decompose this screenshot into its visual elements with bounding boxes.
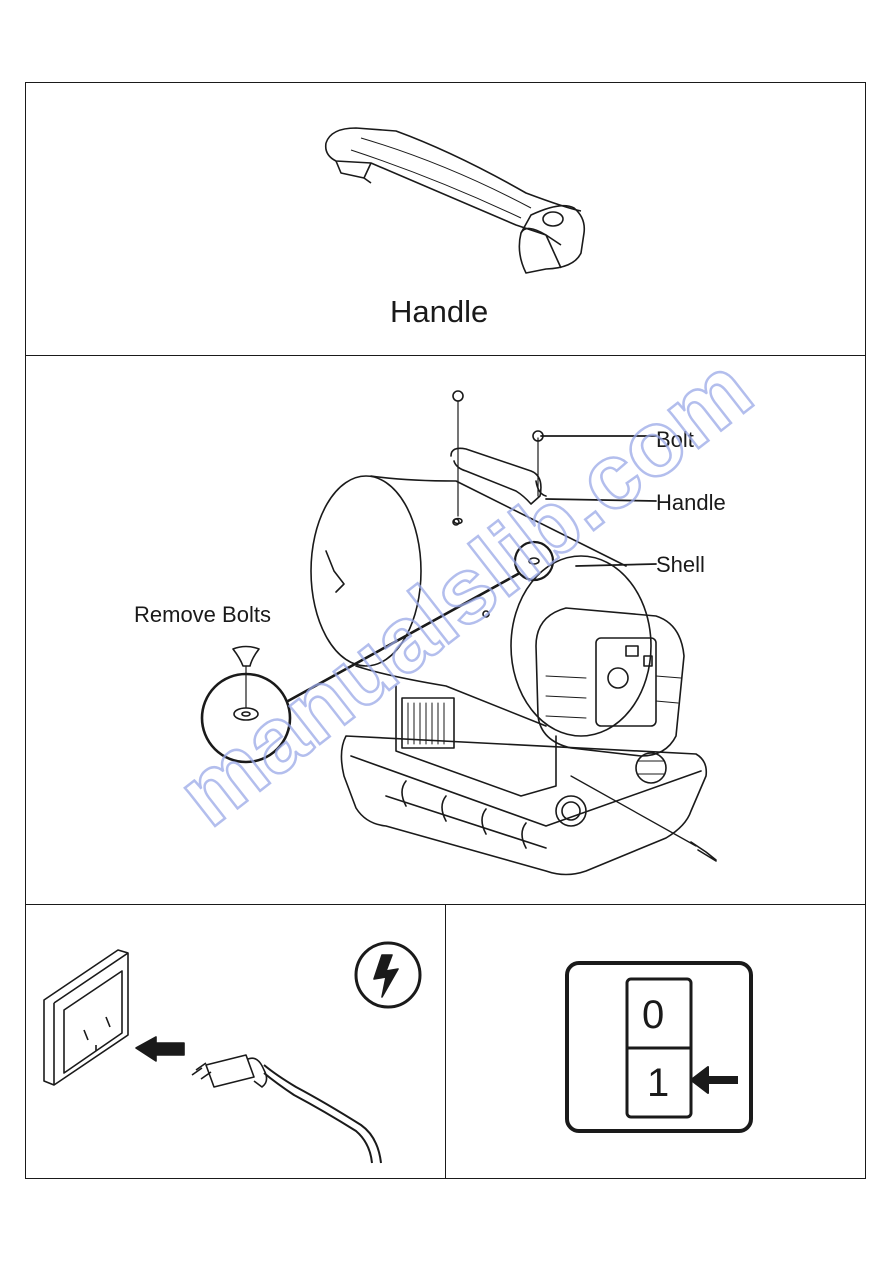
bolt-label: Bolt xyxy=(656,427,694,453)
assembly-panel: Bolt Handle Shell Remove Bolts xyxy=(25,355,866,906)
handle-part-caption: Handle xyxy=(390,294,488,330)
handle-label: Handle xyxy=(656,490,726,516)
heater-assembly-illustration xyxy=(26,356,867,907)
shell-label: Shell xyxy=(656,552,705,578)
switch-off-position: 0 xyxy=(642,993,664,1038)
plug-in-illustration xyxy=(26,905,448,1180)
plug-in-panel xyxy=(25,904,447,1179)
handle-part-panel: Handle xyxy=(25,82,866,357)
power-switch-illustration xyxy=(446,905,867,1180)
switch-on-position: 1 xyxy=(647,1061,669,1106)
power-switch-panel: 0 1 xyxy=(445,904,866,1179)
remove-bolts-label: Remove Bolts xyxy=(134,602,271,628)
